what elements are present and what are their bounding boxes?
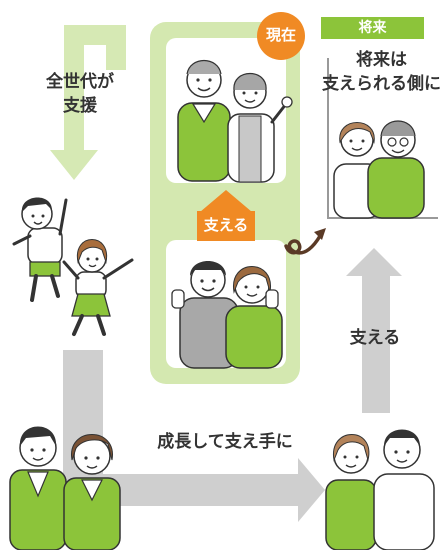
- future-badge-text: 将来: [358, 20, 387, 36]
- support-right-text: 支える: [349, 328, 401, 348]
- all-generations-label: 全世代が 支援: [20, 70, 140, 118]
- elderly-couple: [177, 60, 293, 183]
- future-elderly-couple: [333, 120, 425, 219]
- future-line2: 支えられる側に: [322, 74, 441, 94]
- young-couple: [325, 429, 435, 550]
- all-generations-line2: 支援: [63, 96, 97, 116]
- all-generations-line1: 全世代が: [46, 72, 114, 92]
- future-label: 将来は 支えられる側に: [318, 48, 445, 96]
- students: [9, 426, 121, 550]
- adult-couple: [171, 261, 283, 369]
- support-inner-text: 支える: [203, 216, 249, 234]
- curl-arrow-icon: [284, 228, 326, 255]
- support-up-arrow: [197, 190, 255, 241]
- future-line1: 将来は: [356, 50, 407, 70]
- future-badge-bg: [321, 17, 424, 39]
- current-badge: [257, 12, 305, 60]
- support-down-arrow: [50, 25, 126, 180]
- children: [12, 197, 134, 336]
- grow-text: 成長して支え手に: [157, 432, 293, 452]
- current-badge-text: 現在: [265, 26, 296, 44]
- support-up-arrow-gray: [346, 248, 402, 413]
